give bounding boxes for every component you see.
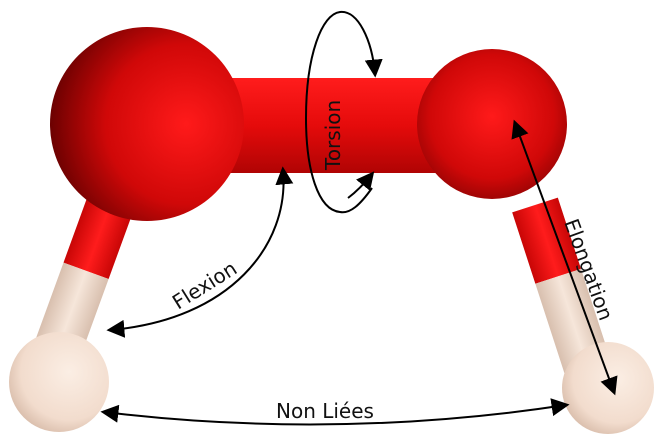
label-torsion: Torsion — [321, 100, 345, 171]
elongation-arrow — [511, 119, 618, 396]
oxygen-atom-left — [50, 27, 244, 221]
label-flexion: Flexion — [168, 256, 241, 314]
torsion-arrow — [304, 10, 383, 214]
hydrogen-atom-left — [9, 332, 109, 432]
hydrogen-atom-right — [562, 342, 654, 434]
oxygen-atom-right — [417, 49, 567, 199]
label-non-bonded: Non Liées — [276, 399, 374, 423]
non-bonded-arrow — [100, 398, 570, 426]
flexion-arrow — [106, 166, 294, 338]
